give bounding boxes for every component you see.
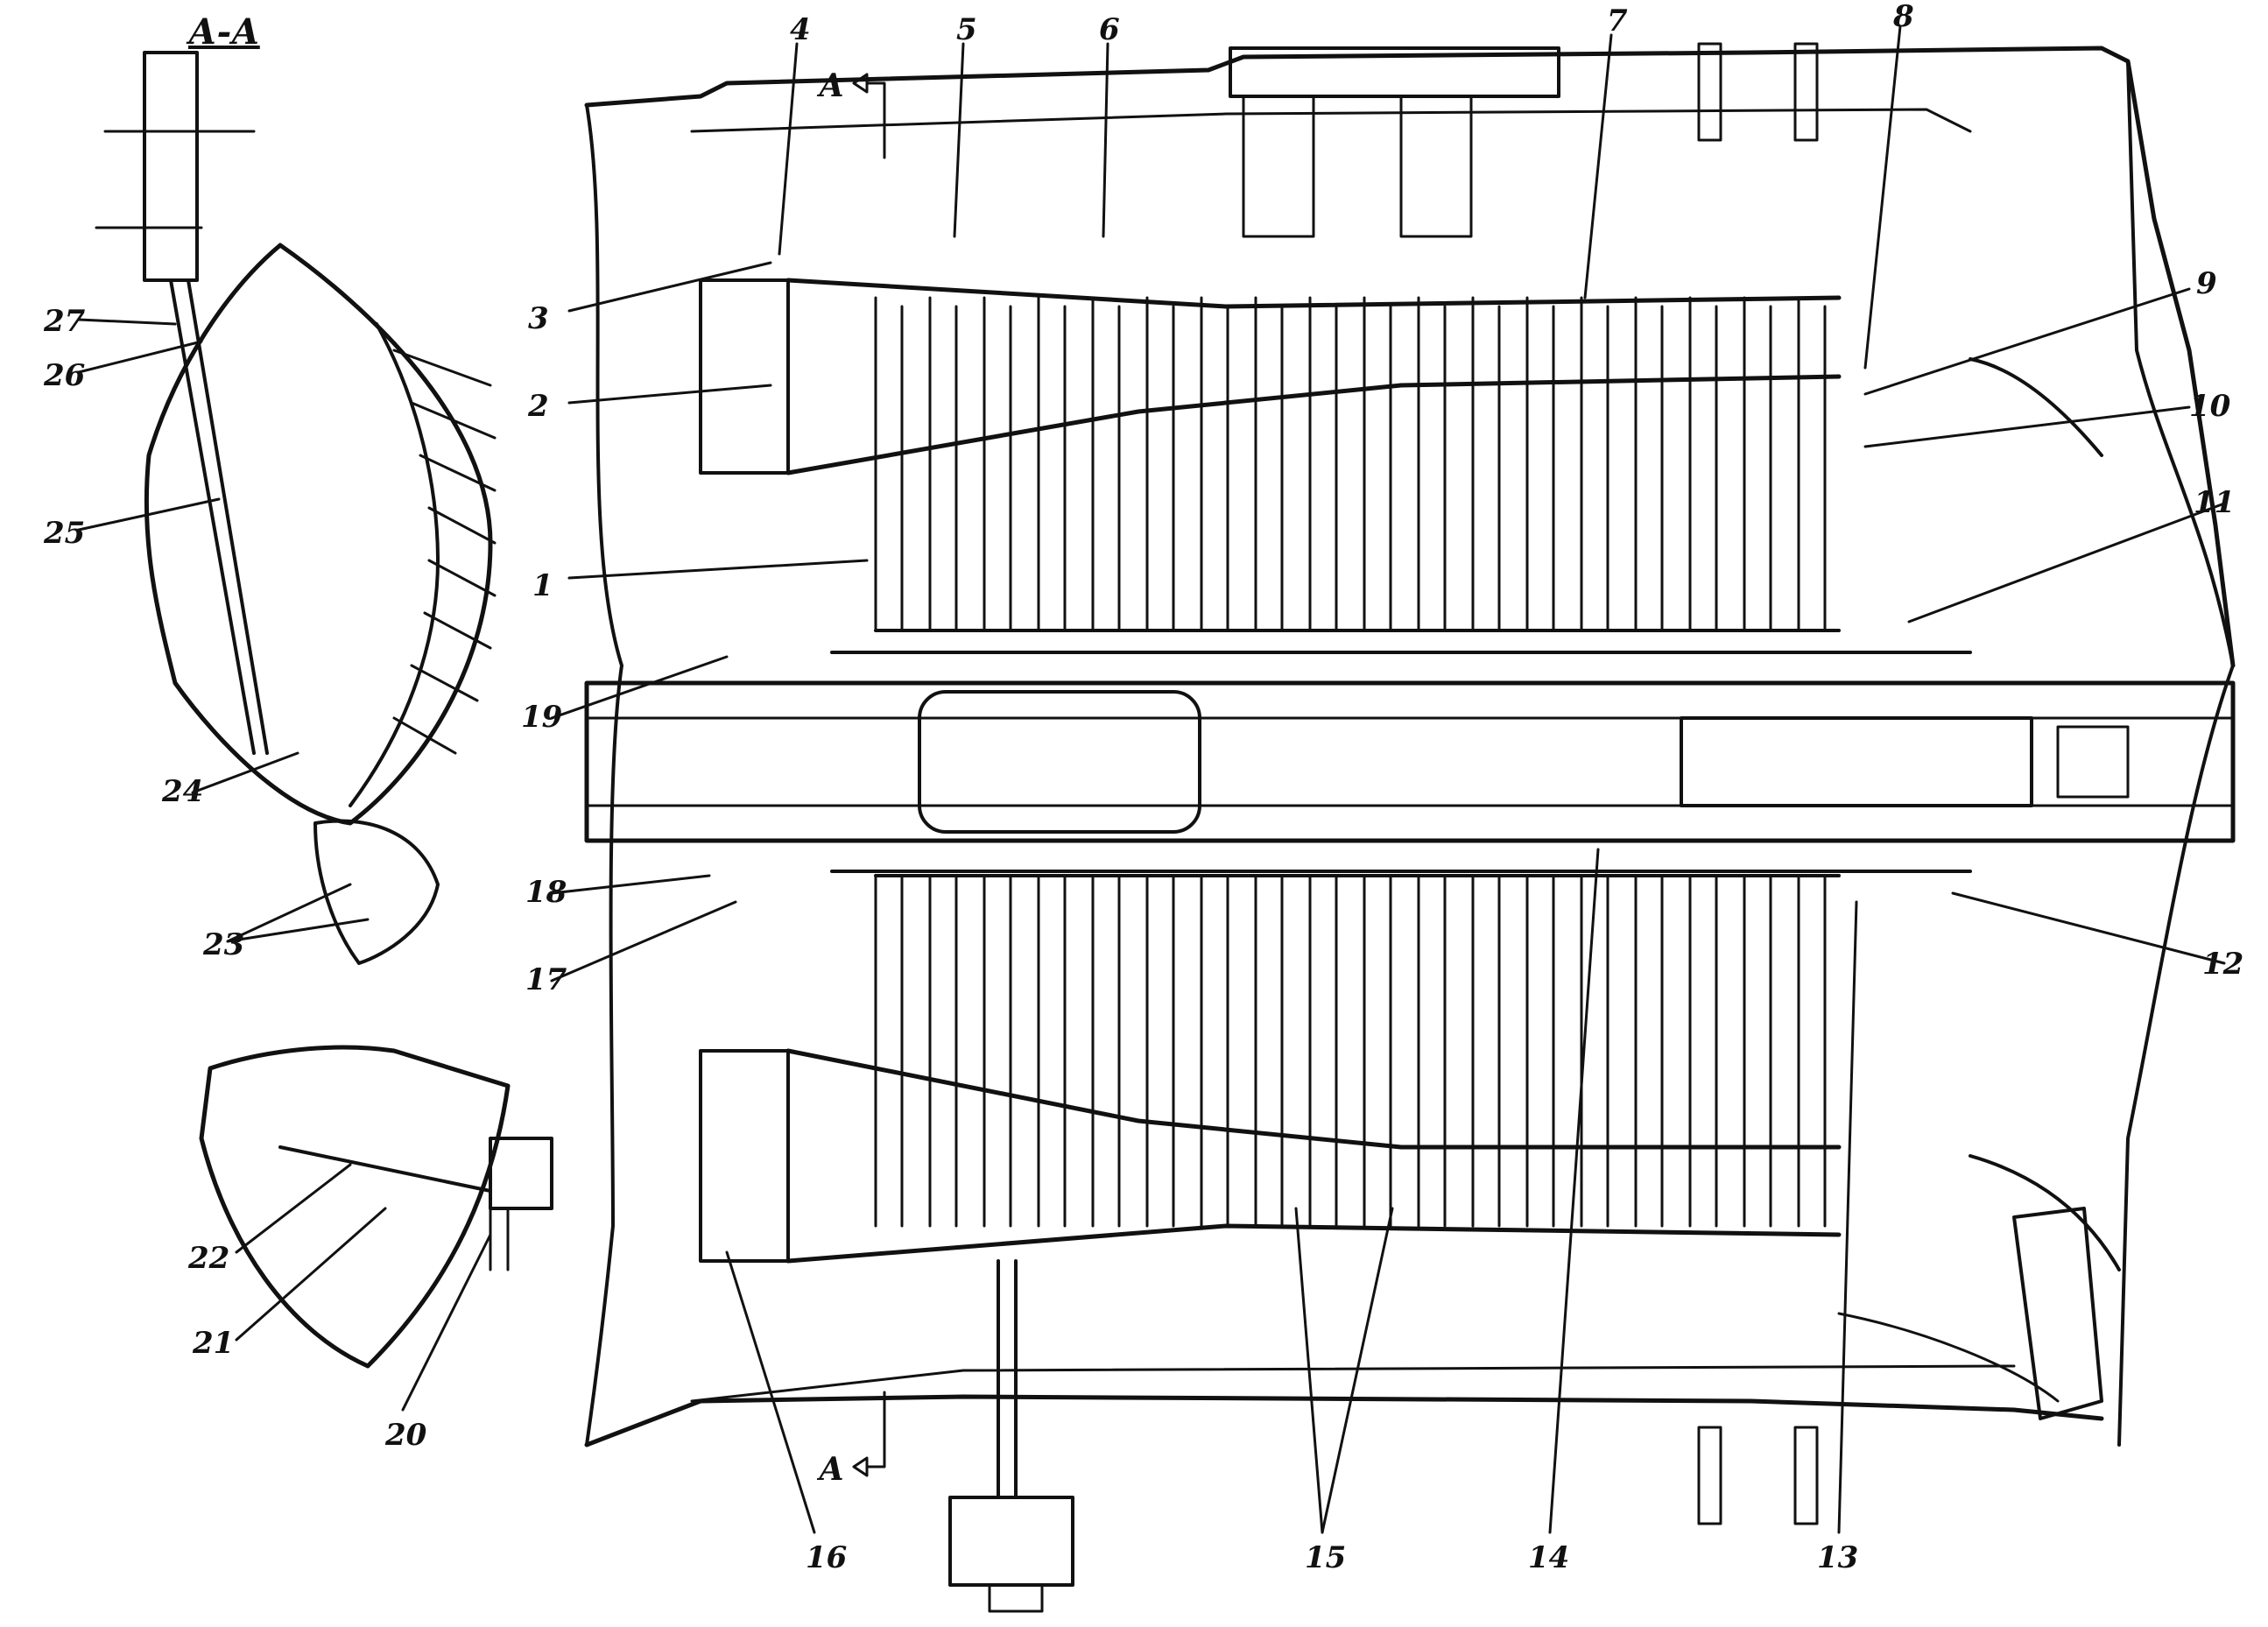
- rotor-stage-lower: [928, 874, 958, 1228]
- rotor-stage-lower: [1688, 874, 1718, 1228]
- rotor-stage-upper: [1743, 296, 1772, 632]
- callout-22: 22: [187, 1241, 229, 1276]
- callout-11: 11: [2194, 485, 2235, 520]
- callout-13: 13: [1817, 1540, 1858, 1575]
- rotor-stage-lower: [1037, 874, 1067, 1228]
- callout-15: 15: [1305, 1540, 1346, 1575]
- rotor-stage-lower: [874, 874, 904, 1228]
- rotor-stage-lower: [1471, 874, 1501, 1228]
- rotor-stage-lower: [1580, 874, 1609, 1228]
- callout-26: 26: [43, 358, 85, 393]
- callout-27: 27: [43, 304, 86, 339]
- rotor-stage-upper: [1363, 296, 1392, 632]
- section-a-a-title: А-А: [186, 11, 260, 53]
- rotor-stage-upper: [1200, 296, 1229, 632]
- rotor-stage-upper: [1634, 296, 1664, 632]
- callout-labels: А-А А А 1 2 3 4 5 6 7 8 9 10 11 12 13 14…: [43, 0, 2243, 1575]
- callout-4: 4: [790, 12, 811, 47]
- callout-2: 2: [527, 389, 549, 424]
- callout-17: 17: [525, 962, 567, 997]
- rotor-stage-lower: [1743, 874, 1772, 1228]
- callout-leader-lines: [77, 25, 2226, 1534]
- callout-10: 10: [2189, 389, 2231, 424]
- callout-5: 5: [956, 12, 977, 47]
- rotor-stage-upper: [1145, 296, 1175, 632]
- rotor-stage-lower: [1417, 874, 1447, 1228]
- rotor-stage-upper: [1797, 296, 1827, 632]
- rotor-stages-upper: [874, 296, 1827, 632]
- main-cross-section: [584, 42, 2236, 1613]
- rotor-stage-lower: [1634, 874, 1664, 1228]
- rotor-stage-lower: [983, 874, 1012, 1228]
- callout-18: 18: [525, 875, 567, 910]
- callout-12: 12: [2202, 947, 2243, 982]
- rotor-stage-upper: [1091, 296, 1121, 632]
- rotor-stage-upper: [1471, 296, 1501, 632]
- callout-8: 8: [1892, 0, 1914, 34]
- rotor-stage-lower: [1308, 874, 1338, 1228]
- callout-1: 1: [532, 568, 553, 603]
- rotor-stage-lower: [1797, 874, 1827, 1228]
- callout-23: 23: [202, 927, 244, 962]
- callout-19: 19: [521, 700, 562, 735]
- callout-9: 9: [2196, 266, 2217, 301]
- rotor-stage-upper: [1688, 296, 1718, 632]
- rotor-stage-upper: [1525, 296, 1555, 632]
- rotor-stage-lower: [1525, 874, 1555, 1228]
- rotor-stage-lower: [1091, 874, 1121, 1228]
- rotor-stage-lower: [1200, 874, 1229, 1228]
- rotor-stage-upper: [983, 296, 1012, 632]
- section-a-a-view: [95, 51, 497, 965]
- callout-24: 24: [161, 774, 203, 809]
- rotor-stage-upper: [1580, 296, 1609, 632]
- callout-21: 21: [192, 1326, 234, 1361]
- callout-3: 3: [528, 301, 549, 336]
- rotor-stage-upper: [1417, 296, 1447, 632]
- rotor-stage-upper: [1037, 296, 1067, 632]
- section-mark-bottom: А: [816, 1451, 844, 1488]
- rotor-stage-lower: [1145, 874, 1175, 1228]
- rotor-stage-lower: [1254, 874, 1284, 1228]
- callout-20: 20: [384, 1418, 427, 1453]
- section-mark-top: А: [816, 67, 844, 104]
- callout-14: 14: [1528, 1540, 1569, 1575]
- rotor-stage-lower: [1363, 874, 1392, 1228]
- rotor-stage-upper: [1308, 296, 1338, 632]
- rotor-stages-lower: [874, 874, 1827, 1228]
- callout-16: 16: [806, 1540, 847, 1575]
- rotor-stage-upper: [1254, 296, 1284, 632]
- rotor-stage-upper: [874, 296, 904, 632]
- callout-6: 6: [1099, 12, 1120, 47]
- vane-actuator-detail-view: [199, 1045, 553, 1369]
- callout-25: 25: [43, 516, 85, 551]
- rotor-stage-upper: [928, 296, 958, 632]
- callout-7: 7: [1607, 4, 1628, 39]
